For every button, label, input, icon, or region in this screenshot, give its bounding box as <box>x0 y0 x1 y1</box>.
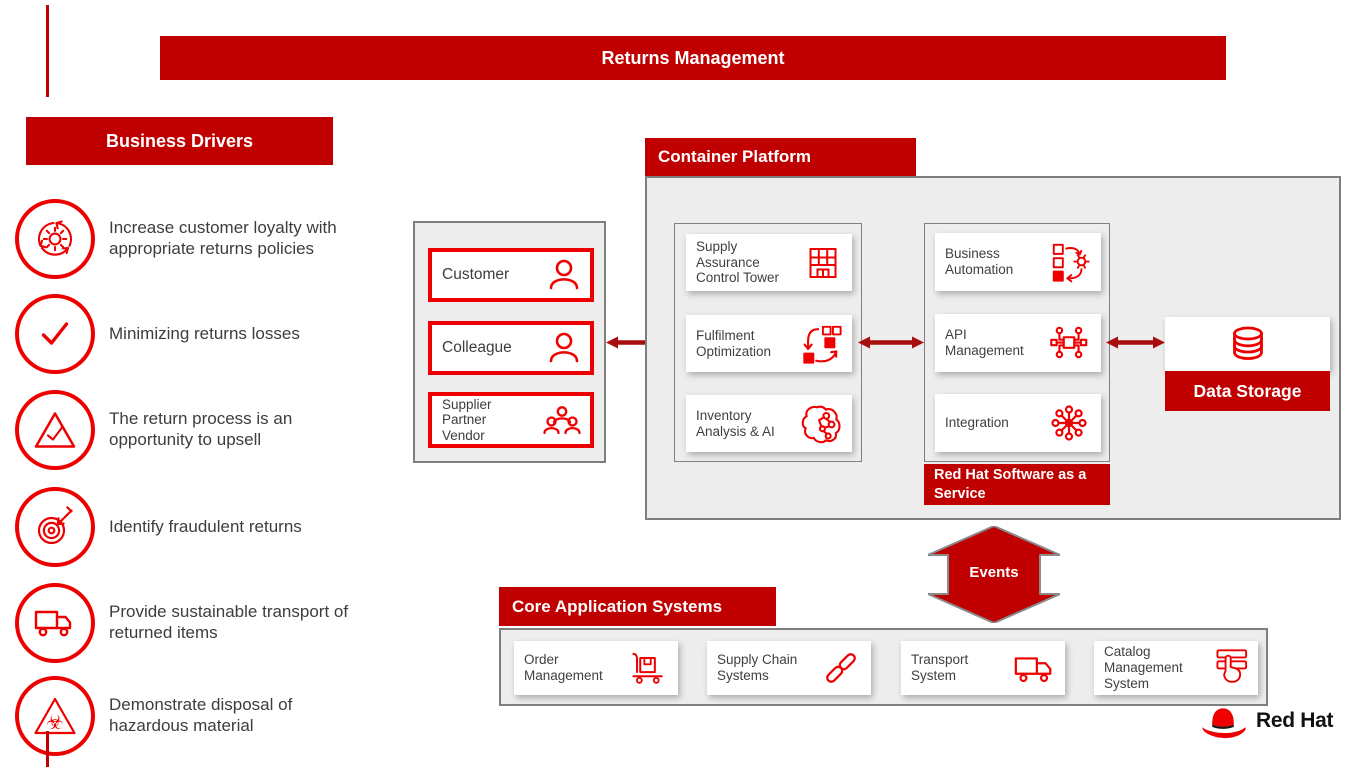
data-storage-label: Data Storage <box>1193 380 1302 401</box>
page-title: Returns Management <box>601 47 785 68</box>
fulfilment-optimization-icon <box>799 321 843 367</box>
people-group-icon <box>542 402 582 438</box>
actor-card-colleague: Colleague <box>428 321 594 375</box>
ai-brain-icon <box>799 401 843 447</box>
events-arrow: Events <box>928 526 1060 623</box>
redhat-fedora-icon <box>1197 703 1249 739</box>
card-label: Supply Chain Systems <box>717 652 798 683</box>
business-driver-text: Provide sustainable transport of returne… <box>109 602 349 642</box>
business-driver-text: Increase customer loyalty with appropria… <box>109 218 337 258</box>
card-label: Catalog Management System <box>1104 644 1183 691</box>
svg-text:☣: ☣ <box>46 710 64 734</box>
control-tower-icon <box>803 243 843 283</box>
database-icon <box>1224 321 1272 367</box>
check-circle-icon <box>15 294 95 374</box>
business-drivers-banner: Business Drivers <box>26 117 333 165</box>
slide-guide-line-bottom <box>46 731 49 767</box>
person-icon <box>546 330 582 366</box>
saas-label: Red Hat Software as a Service <box>934 466 1087 502</box>
arrow-platform-internal <box>858 334 924 351</box>
redhat-wordmark: Red Hat <box>1256 709 1334 732</box>
card-label: Integration <box>945 415 1009 431</box>
api-management-icon <box>1046 322 1092 364</box>
business-driver-item: Increase customer loyalty with appropria… <box>15 199 365 279</box>
redhat-logo: Red Hat <box>1197 703 1334 739</box>
actor-card-customer: Customer <box>428 248 594 302</box>
card-integration: Integration <box>935 394 1101 452</box>
core-systems-banner: Core Application Systems <box>499 587 776 626</box>
actor-label: Colleague <box>442 339 512 357</box>
business-driver-text: Demonstrate disposal of hazardous materi… <box>109 695 293 735</box>
business-driver-item: Provide sustainable transport of returne… <box>15 583 365 663</box>
chain-link-icon <box>820 647 862 689</box>
upsell-triangle-check-icon <box>15 390 95 470</box>
card-supply-chain-systems: Supply Chain Systems <box>707 641 871 695</box>
card-label: Transport System <box>911 652 969 683</box>
business-driver-text: Minimizing returns losses <box>109 323 300 343</box>
data-storage-banner: Data Storage <box>1165 371 1330 411</box>
arrow-platform-to-storage <box>1106 334 1165 351</box>
transport-truck-icon <box>1012 649 1056 687</box>
actor-label: Customer <box>442 266 510 284</box>
events-label: Events <box>969 564 1019 581</box>
business-drivers-heading: Business Drivers <box>105 130 254 151</box>
card-label: Order Management <box>524 652 603 683</box>
container-platform-panel: Supply Assurance Control Tower Fulfilmen… <box>645 176 1341 520</box>
catalog-click-icon <box>1205 646 1249 690</box>
card-label: Business Automation <box>945 246 1014 277</box>
core-systems-heading: Core Application Systems <box>512 596 723 616</box>
business-driver-text: Identify fraudulent returns <box>109 516 302 536</box>
card-api-management: API Management <box>935 314 1101 372</box>
business-automation-icon <box>1048 239 1092 285</box>
title-banner: Returns Management <box>160 36 1226 80</box>
biohazard-icon: ☣ <box>15 676 95 756</box>
business-driver-text: The return process is an opportunity to … <box>109 409 293 449</box>
card-label: Fulfilment Optimization <box>696 327 772 359</box>
actor-label: Supplier Partner Vendor <box>442 396 492 443</box>
sustainable-truck-icon <box>15 583 95 663</box>
fraud-target-icon <box>15 487 95 567</box>
core-systems-panel: Order Management Supply Chain Systems <box>499 628 1268 706</box>
card-transport-system: Transport System <box>901 641 1065 695</box>
card-label: Inventory Analysis & AI <box>696 407 775 439</box>
card-order-management: Order Management <box>514 641 678 695</box>
card-inventory-analysis-ai: Inventory Analysis & AI <box>686 395 852 452</box>
card-fulfilment-optimization: Fulfilment Optimization <box>686 315 852 372</box>
card-catalog-management-system: Catalog Management System <box>1094 641 1258 695</box>
actors-panel: Customer Colleague Supplier Partner Vend… <box>413 221 606 463</box>
platform-right-group: Business Automation API Management <box>924 223 1110 462</box>
business-driver-item: Minimizing returns losses <box>15 294 365 374</box>
business-driver-item: Identify fraudulent returns <box>15 487 365 567</box>
actor-card-supplier-partner-vendor: Supplier Partner Vendor <box>428 392 594 448</box>
data-storage-card <box>1165 317 1330 371</box>
loyalty-cycle-icon <box>15 199 95 279</box>
order-management-icon <box>627 647 669 689</box>
card-business-automation: Business Automation <box>935 233 1101 291</box>
saas-banner: Red Hat Software as a Service <box>924 464 1110 505</box>
card-label: Supply Assurance Control Tower <box>696 238 780 286</box>
person-icon <box>546 257 582 293</box>
slide-guide-line-top <box>46 5 49 97</box>
integration-hub-icon <box>1046 400 1092 446</box>
card-supply-assurance-control-tower: Supply Assurance Control Tower <box>686 234 852 291</box>
card-label: API Management <box>945 327 1024 358</box>
platform-left-group: Supply Assurance Control Tower Fulfilmen… <box>674 223 862 462</box>
business-driver-item: The return process is an opportunity to … <box>15 390 365 470</box>
business-driver-item: ☣ Demonstrate disposal of hazardous mate… <box>15 676 365 756</box>
container-platform-banner: Container Platform <box>645 138 916 176</box>
container-platform-heading: Container Platform <box>658 147 812 166</box>
